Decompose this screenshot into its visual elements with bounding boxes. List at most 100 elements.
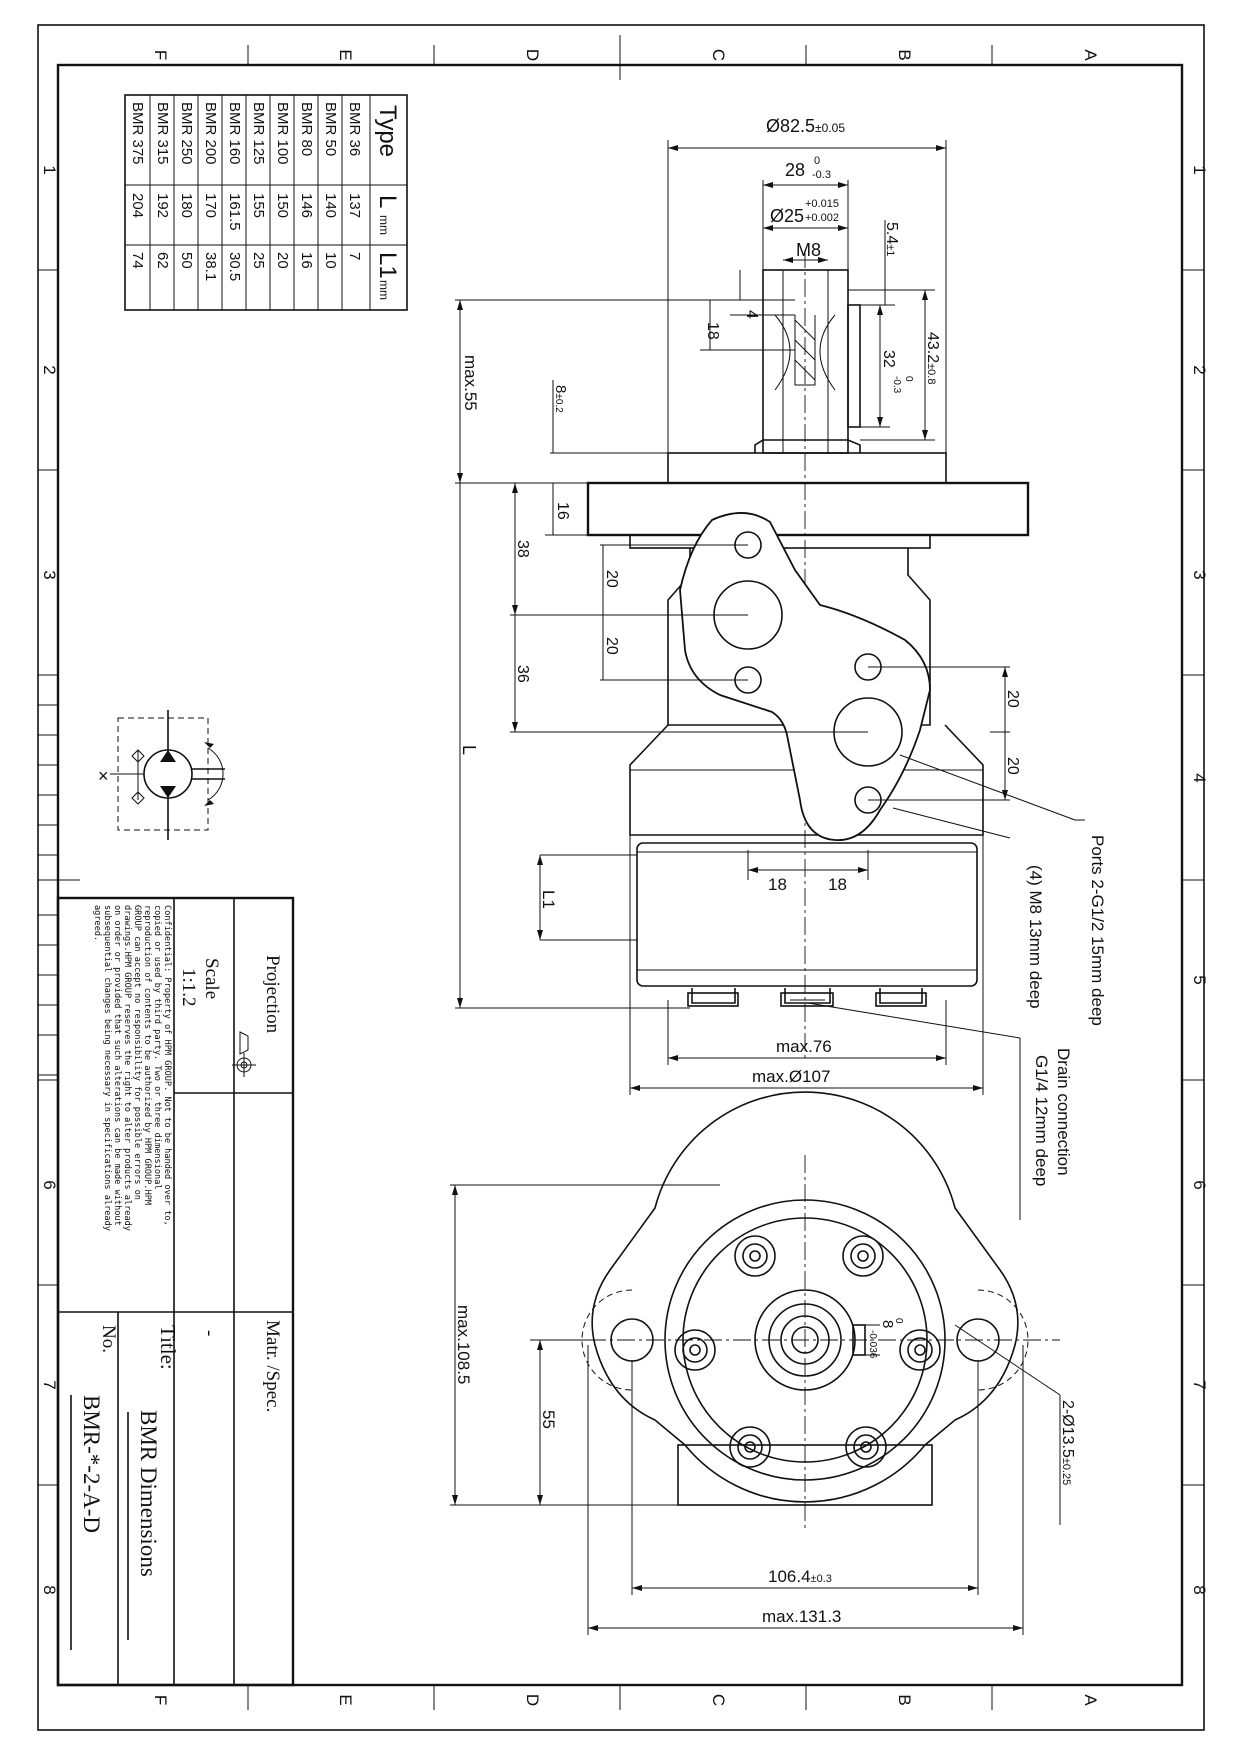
matr-spec-value: - bbox=[199, 1330, 220, 1336]
table-cell: 161.5 bbox=[226, 193, 243, 231]
table-header-l1: L1 bbox=[374, 252, 401, 279]
zone-letter-top-3: D bbox=[523, 49, 542, 61]
side-dim-labels: Ø82.5±0.05 28 0 -0.3 Ø25 +0.015 +0.002 M… bbox=[459, 116, 1107, 1186]
table-cell: 30.5 bbox=[226, 252, 243, 281]
side-dimensions bbox=[455, 140, 1085, 1220]
dim-16: 16 bbox=[554, 502, 571, 520]
type-table: Type L mm L1 mm BMR 36 137 7 BMR 50 140 … bbox=[124, 94, 408, 311]
confidential-line: drawings.HPM GROUP reserves the right to… bbox=[122, 905, 132, 1231]
dim-L1: L1 bbox=[539, 890, 558, 909]
table-header-l: L bbox=[374, 195, 401, 208]
table-cell: 137 bbox=[346, 193, 363, 218]
table-cell: 204 bbox=[129, 193, 146, 218]
table-cell: 150 bbox=[274, 193, 291, 218]
zone-num-right-5: 5 bbox=[1190, 975, 1209, 984]
dim-max131: max.131.3 bbox=[762, 1607, 841, 1626]
table-cell: 140 bbox=[322, 193, 339, 218]
table-cell: 62 bbox=[154, 252, 171, 269]
dim-106: 106.4±0.3 bbox=[768, 1567, 832, 1586]
confidential-line: subsequential changes being necessary in… bbox=[102, 905, 112, 1231]
port-x-label: × bbox=[98, 766, 109, 786]
dim-L: L bbox=[459, 745, 479, 755]
dim-max108: max.108.5 bbox=[454, 1305, 473, 1384]
table-cell: 7 bbox=[346, 252, 363, 260]
zone-letter-top-6: A bbox=[1081, 49, 1100, 61]
dim-32-tol-lo: -0.3 bbox=[891, 376, 902, 394]
note-drain-2: G1/4 12mm deep bbox=[1032, 1055, 1051, 1186]
table-cell: 146 bbox=[298, 193, 315, 218]
table-cell: 38.1 bbox=[202, 252, 219, 281]
dim-43-2: 43.2±0.8 bbox=[924, 332, 941, 384]
table-cell: BMR 315 bbox=[154, 102, 171, 165]
confidential-line: Confidential: Property of HPM GROUP. Not… bbox=[162, 905, 172, 1226]
zone-num-right-8: 8 bbox=[1190, 1585, 1209, 1594]
table-cell: BMR 250 bbox=[178, 102, 195, 165]
zone-num-left-8: 8 bbox=[40, 1585, 59, 1594]
scale-label: Scale bbox=[201, 958, 222, 999]
dim-4: 4 bbox=[743, 310, 760, 319]
table-cell: 25 bbox=[250, 252, 267, 269]
dim-38: 38 bbox=[514, 540, 531, 558]
table-cell: 50 bbox=[178, 252, 195, 269]
dim-shaft-tol-up: +0.015 bbox=[805, 198, 839, 210]
dim-max76: max.76 bbox=[776, 1037, 832, 1056]
zone-letter-bottom-2: E bbox=[336, 1694, 355, 1705]
dim-18-thread: 18 bbox=[704, 322, 721, 340]
title-value: BMR Dimensions bbox=[136, 1410, 161, 1577]
zone-num-left-1: 1 bbox=[40, 165, 59, 174]
dim-36: 36 bbox=[514, 665, 531, 683]
dim-20a: 20 bbox=[603, 570, 620, 588]
dim-key-width-tol-up: 0 bbox=[814, 155, 820, 167]
table-cell: BMR 100 bbox=[274, 102, 291, 165]
table-cell: BMR 375 bbox=[129, 102, 146, 165]
dim-key-8: 8 bbox=[879, 1320, 896, 1328]
table-cell: BMR 160 bbox=[226, 102, 243, 165]
zone-letter-bottom-4: C bbox=[709, 1694, 728, 1706]
dim-55: 55 bbox=[539, 1410, 558, 1429]
zone-num-right-2: 2 bbox=[1190, 365, 1209, 374]
zone-num-left-3: 3 bbox=[40, 570, 59, 579]
title-block: Projection Scale 1:1.2 Matr. /Spec. - Ti… bbox=[56, 896, 295, 1687]
dim-max55: max.55 bbox=[461, 355, 480, 411]
zone-num-left-2: 2 bbox=[40, 365, 59, 374]
table-header-l-unit: mm bbox=[377, 215, 391, 235]
side-view bbox=[586, 250, 1030, 1060]
table-cell: 192 bbox=[154, 193, 171, 218]
dim-32: 32 bbox=[880, 350, 897, 368]
dim-d-flange: Ø82.5±0.05 bbox=[766, 116, 845, 136]
zone-num-left-6: 6 bbox=[40, 1180, 59, 1189]
zone-num-right-1: 1 bbox=[1190, 165, 1209, 174]
dim-key-width-tol-lo: -0.3 bbox=[812, 169, 831, 181]
table-cell: BMR 125 bbox=[250, 102, 267, 165]
zone-num-right-7: 7 bbox=[1190, 1380, 1209, 1389]
note-m8: (4) M8 13mm deep bbox=[1026, 865, 1045, 1009]
front-dimensions: max.108.5 55 8 0 -0.036 2-Ø13.5±0.25 106… bbox=[450, 1184, 1076, 1635]
dim-18b: 18 bbox=[828, 875, 847, 894]
dim-holes: 2-Ø13.5±0.25 bbox=[1059, 1400, 1076, 1485]
dim-18a: 18 bbox=[768, 875, 787, 894]
table-cell: 74 bbox=[129, 252, 146, 269]
front-view bbox=[530, 1091, 1060, 1530]
note-ports: Ports 2-G1/2 15mm deep bbox=[1088, 835, 1107, 1026]
hydraulic-motor-symbol: × bbox=[98, 710, 225, 840]
dim-key-8-tol-up: 0 bbox=[893, 1318, 904, 1324]
no-value: BMR-*-2-A-D bbox=[79, 1395, 104, 1533]
dim-key-8-tol-lo: -0.036 bbox=[867, 1330, 878, 1359]
zone-letter-top-5: B bbox=[895, 49, 914, 60]
dim-32-tol-up: 0 bbox=[903, 376, 914, 382]
no-label: No. bbox=[98, 1325, 119, 1353]
dim-key-width: 28 bbox=[785, 160, 805, 180]
projection-label: Projection bbox=[262, 955, 283, 1034]
projection-symbol bbox=[232, 1031, 256, 1077]
confidential-line: copied or used by third party. Two or th… bbox=[152, 905, 162, 1190]
zone-letter-top-2: E bbox=[336, 49, 355, 60]
dim-max107: max.Ø107 bbox=[752, 1067, 830, 1086]
confidential-line: on order or provided that such alteratio… bbox=[112, 905, 122, 1226]
matr-spec-label: Matr. /Spec. bbox=[262, 1320, 283, 1412]
dim-20d: 20 bbox=[1004, 757, 1021, 775]
confidential-line: agreed. bbox=[92, 905, 102, 941]
confidential-line: GROUP can accept no responsibility for p… bbox=[132, 905, 142, 1200]
zone-letter-top-1: F bbox=[151, 50, 170, 60]
scale-value: 1:1.2 bbox=[178, 968, 199, 1007]
